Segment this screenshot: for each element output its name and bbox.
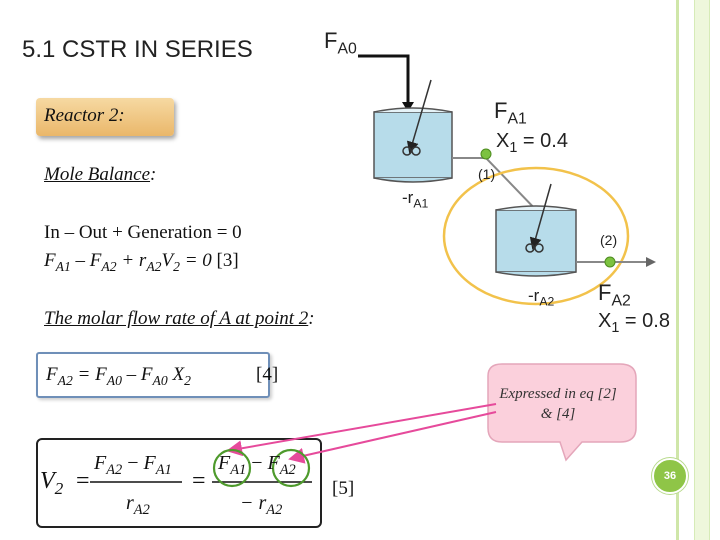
general-balance-equation: In – Out + Generation = 0 <box>44 222 242 243</box>
equation-3: FA1 – FA2 + rA2V2 = 0 [3] <box>44 250 239 274</box>
page-number-badge: 36 <box>652 458 688 494</box>
callout-connector-1 <box>226 403 497 457</box>
point-2-label: (2) <box>600 232 618 248</box>
eq5-numerator-2: FA1 − FA2 <box>218 452 296 478</box>
point-1-marker <box>480 148 492 160</box>
feed-arrow-icon <box>402 102 414 112</box>
eq5-denominator-2: − rA2 <box>240 492 283 518</box>
feed-pipe <box>358 54 410 108</box>
mole-balance-label: Mole Balance: <box>44 164 157 185</box>
eq5-equals-2: = <box>192 468 206 494</box>
equation-4: FA2 = FA0 – FA0 X2 <box>46 364 191 388</box>
eq5-denominator-1: rA2 <box>126 492 150 518</box>
equation-4-tag: [4] <box>256 364 279 385</box>
molar-flow-label: The molar flow rate of A at point 2: <box>44 308 315 329</box>
reactor-2-label: Reactor 2: <box>36 98 174 136</box>
eq5-numerator-1: FA2 − FA1 <box>94 452 172 478</box>
equation-5-box <box>36 438 322 528</box>
ra1-label: -rA1 <box>402 188 429 211</box>
x1-top-label: X1 = 0.4 <box>496 130 568 156</box>
equation-4-box <box>36 352 270 398</box>
callout-connector-2 <box>288 411 497 464</box>
feed-flow-label: FA0 <box>324 28 357 58</box>
reactor-1-tank <box>373 79 453 183</box>
ra2-label: -rA2 <box>528 286 555 309</box>
equation-5-tag: [5] <box>332 478 355 499</box>
decorative-rail <box>676 0 679 540</box>
reactor-2-highlight <box>442 166 630 306</box>
x1-bottom-label: X1 = 0.8 <box>598 310 670 336</box>
point-1-label: (1) <box>478 166 496 182</box>
slide-title: 5.1 CSTR IN SERIES <box>22 36 253 63</box>
fa1-highlight-circle <box>212 448 252 488</box>
point-2-marker <box>604 256 616 268</box>
decorative-rail-band <box>694 0 710 540</box>
outlet-arrow-icon <box>646 257 656 267</box>
fa1-label: FA1 <box>494 98 527 128</box>
eq5-equals-1: = <box>76 468 90 494</box>
fa2-highlight-circle <box>271 448 311 488</box>
callout-bubble <box>487 363 637 462</box>
reactor-2-tank <box>495 183 577 277</box>
eq5-v2: V2 <box>40 468 64 498</box>
fa2-label: FA2 <box>598 280 631 310</box>
callout-text: Expressed in eq [2] & [4] <box>499 386 617 422</box>
